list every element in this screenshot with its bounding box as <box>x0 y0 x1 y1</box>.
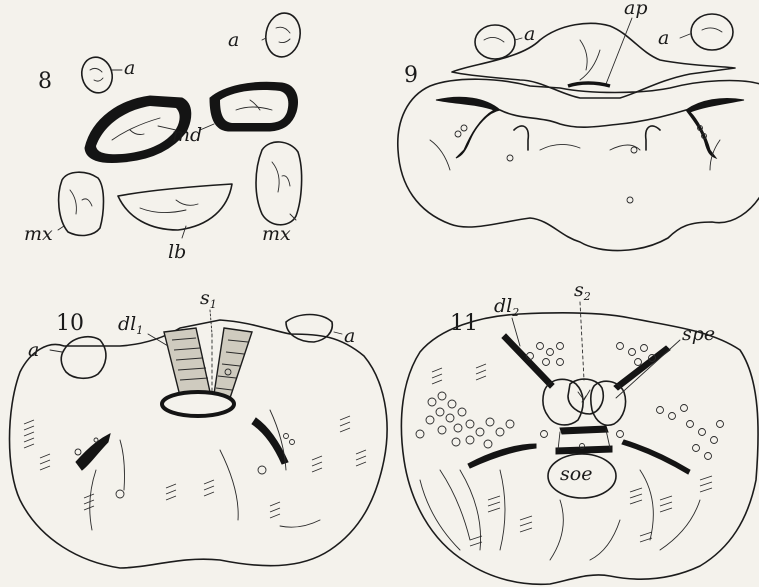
figure-8-number: 8 <box>38 69 52 94</box>
antenna-left-section <box>475 25 515 59</box>
label-lb: lb <box>168 241 186 263</box>
antenna-right-section <box>262 10 303 59</box>
figure-11: 11 soe dl2 s2 spe <box>401 279 758 584</box>
label-a-fig9-left: a <box>524 23 535 45</box>
label-dl-fig11: dl2 <box>494 295 519 319</box>
figure-8: 8 a a md mx lb <box>24 10 304 263</box>
label-a-fig9-right: a <box>658 27 669 49</box>
pharynx <box>162 392 234 416</box>
label-soe: soe <box>560 463 592 485</box>
dilator-band-right <box>214 328 252 398</box>
figure-10: 10 a a dl1 s1 <box>10 287 388 568</box>
figure-9-number: 9 <box>404 63 418 88</box>
label-mx-right: mx <box>262 223 291 245</box>
fold-left <box>436 97 500 158</box>
clypeus-plate <box>452 23 735 98</box>
antenna-right-section <box>286 315 332 343</box>
label-ap: ap <box>624 0 648 19</box>
label-md: md <box>172 124 202 146</box>
figure-9: 9 a a ap <box>398 0 759 251</box>
label-a-fig8-right: a <box>228 29 239 51</box>
label-spe: spe <box>682 323 715 345</box>
label-dl-fig10: dl1 <box>118 313 143 337</box>
labium <box>118 184 232 230</box>
antenna-left-section <box>78 54 116 97</box>
apodeme <box>568 83 610 86</box>
label-s-fig10: s1 <box>200 287 217 311</box>
antenna-left-section <box>61 337 106 378</box>
label-s-fig11: s2 <box>574 279 591 303</box>
antenna-right-section <box>691 14 733 50</box>
label-a-fig8-left: a <box>124 57 135 79</box>
supraesophageal-ganglion-right <box>591 381 626 425</box>
label-mx-left: mx <box>24 223 53 245</box>
figure-10-number: 10 <box>56 311 84 336</box>
dilator-band-left <box>164 328 210 396</box>
maxilla-left <box>59 172 104 235</box>
